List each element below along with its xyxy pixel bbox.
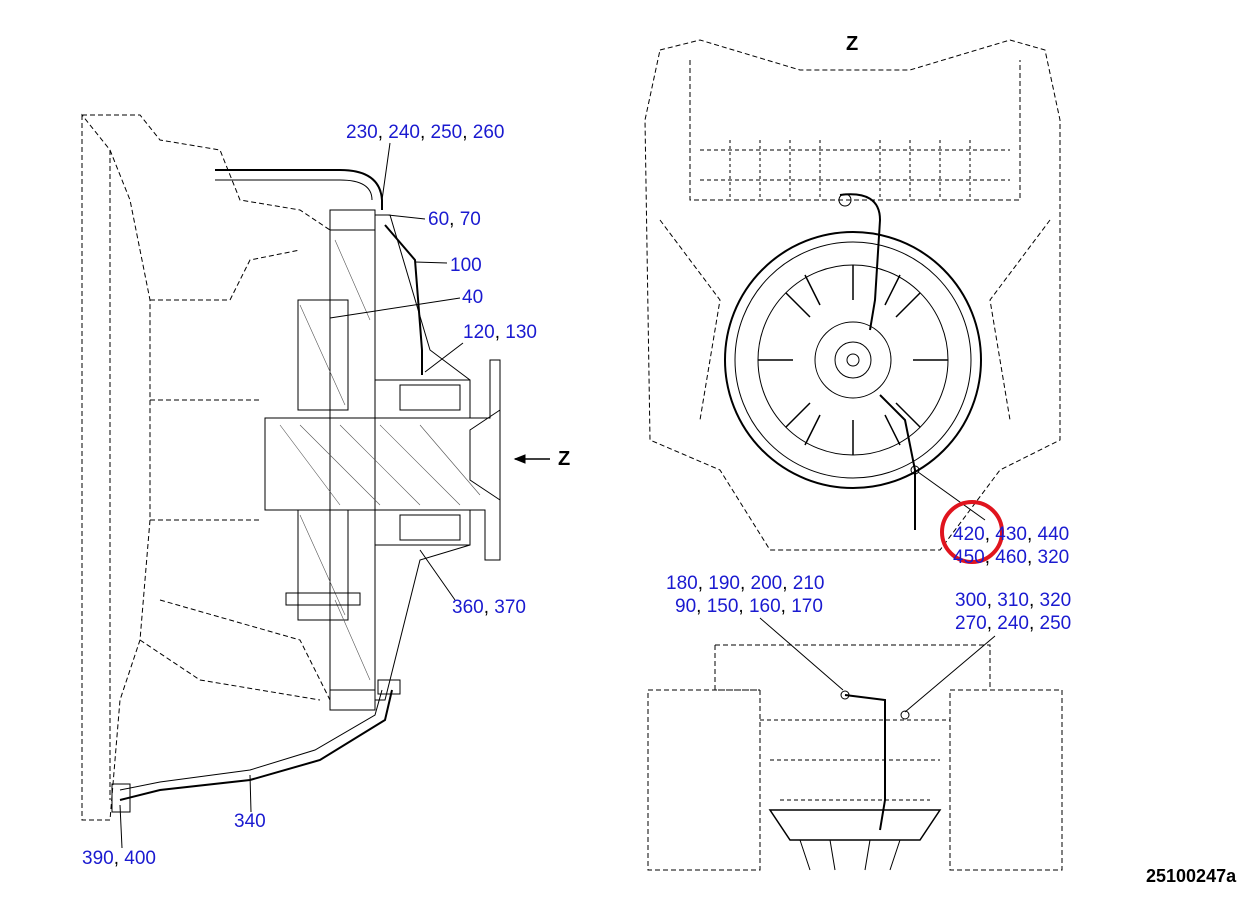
- part-number: 40: [462, 287, 484, 308]
- separator: ,: [419, 122, 431, 143]
- part-number: 190: [708, 573, 740, 594]
- separator: ,: [697, 573, 709, 594]
- part-number: 300: [955, 590, 987, 611]
- part-number: 150: [706, 596, 739, 617]
- part-number: 90: [675, 596, 697, 617]
- separator: ,: [1026, 547, 1038, 568]
- separator: ,: [113, 848, 125, 869]
- view-marker-z-side: Z: [558, 448, 571, 470]
- callout-label: 60, 70: [428, 209, 481, 231]
- callout-label: 420, 430, 440: [953, 524, 1069, 546]
- callout-label: 90, 150, 160, 170: [675, 596, 823, 618]
- separator: ,: [738, 596, 749, 617]
- part-number: 240: [388, 122, 420, 143]
- callout-label: 270, 240, 250: [955, 613, 1071, 635]
- separator: ,: [462, 122, 473, 143]
- front-view: [644, 39, 1061, 551]
- separator: ,: [1028, 613, 1040, 634]
- separator: ,: [377, 122, 389, 143]
- callout-label: 100: [450, 255, 482, 277]
- view-marker-z-front: Z: [846, 33, 859, 55]
- part-number: 210: [792, 573, 825, 594]
- part-number: 250: [1039, 613, 1072, 634]
- separator: ,: [1028, 590, 1040, 611]
- part-number: 440: [1037, 524, 1070, 545]
- part-number: 370: [494, 597, 526, 618]
- separator: ,: [483, 597, 495, 618]
- part-number: 60: [428, 209, 450, 230]
- part-number: 450: [953, 547, 985, 568]
- callout-label: 360, 370: [452, 597, 526, 619]
- part-number: 170: [791, 596, 823, 617]
- part-number: 70: [459, 209, 481, 230]
- bottom-view: [647, 617, 1063, 871]
- part-number: 260: [472, 122, 505, 143]
- separator: ,: [1026, 524, 1038, 545]
- separator: ,: [696, 596, 707, 617]
- part-number: 360: [452, 597, 484, 618]
- part-number: 430: [995, 524, 1027, 545]
- highlight-circle: [940, 500, 1004, 564]
- part-number: 420: [953, 524, 985, 545]
- callout-label: 230, 240, 250, 260: [346, 122, 505, 144]
- separator: ,: [739, 573, 751, 594]
- part-number: 230: [346, 122, 378, 143]
- callout-label: 40: [462, 287, 483, 309]
- part-number: 200: [750, 573, 783, 594]
- callout-label: 390, 400: [82, 848, 156, 870]
- part-number: 320: [1037, 547, 1070, 568]
- separator: ,: [780, 596, 792, 617]
- left-section-view: [81, 113, 550, 849]
- part-number: 340: [234, 811, 266, 832]
- separator: ,: [986, 590, 998, 611]
- separator: ,: [782, 573, 793, 594]
- part-number: 390: [82, 848, 114, 869]
- callout-label: 120, 130: [463, 322, 537, 344]
- callout-label: 340: [234, 811, 266, 833]
- part-number: 310: [997, 590, 1029, 611]
- drawing-id: 25100247a: [1146, 866, 1237, 886]
- part-number: 180: [666, 573, 698, 594]
- separator: ,: [986, 613, 998, 634]
- separator: ,: [984, 524, 996, 545]
- part-number: 120: [463, 322, 495, 343]
- separator: ,: [494, 322, 506, 343]
- part-number: 250: [430, 122, 463, 143]
- part-number: 160: [748, 596, 781, 617]
- callout-label: 180, 190, 200, 210: [666, 573, 825, 595]
- part-number: 460: [995, 547, 1027, 568]
- part-number: 240: [997, 613, 1029, 634]
- part-number: 320: [1039, 590, 1072, 611]
- part-number: 130: [505, 322, 537, 343]
- part-number: 100: [450, 255, 482, 276]
- separator: ,: [984, 547, 996, 568]
- separator: ,: [449, 209, 460, 230]
- part-number: 270: [955, 613, 987, 634]
- callout-label: 450, 460, 320: [953, 547, 1069, 569]
- callout-label: 300, 310, 320: [955, 590, 1071, 612]
- part-number: 400: [124, 848, 156, 869]
